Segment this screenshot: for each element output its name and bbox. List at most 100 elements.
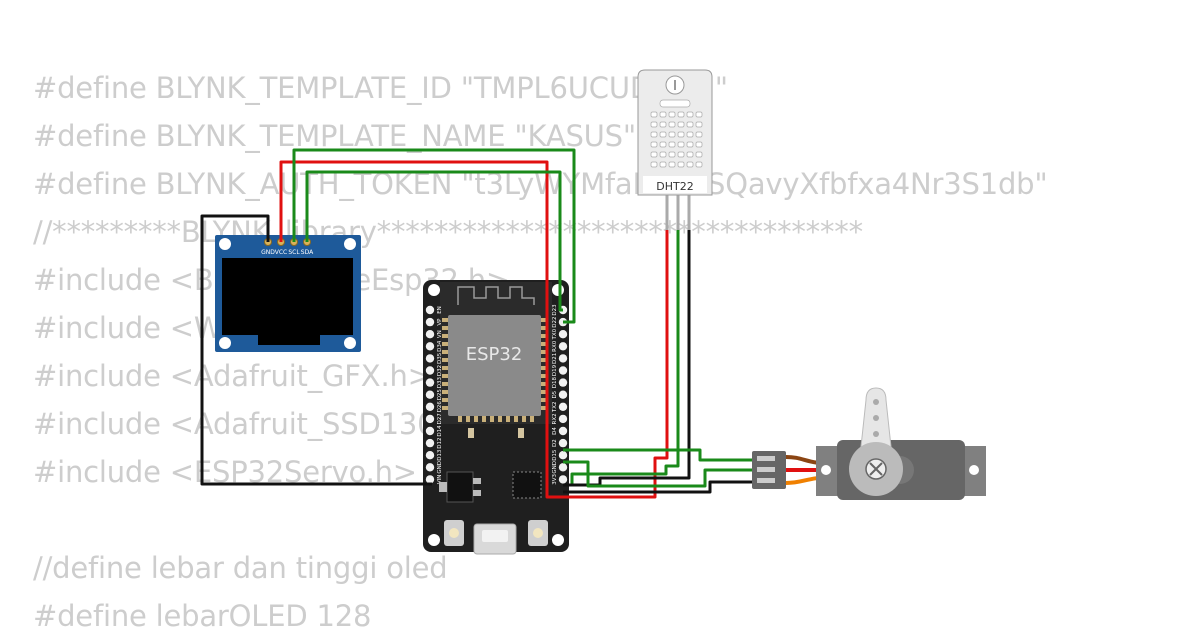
dht22-vent [686,121,694,128]
dht22-vent [650,121,658,128]
dht22-vent [686,151,694,158]
voltage-regulator [446,471,474,503]
esp32-pin-label: TX2 [552,401,558,413]
esp32-pin-d32[interactable] [425,366,435,375]
wire-oled-vcc [279,160,563,499]
dht22-vent [686,131,694,138]
esp32-pin-label: D12 [437,437,443,448]
dht22-vent [677,141,685,148]
esp32-pin-vn[interactable] [425,330,435,339]
oled-pin-label: GND [261,249,275,256]
boot-button[interactable] [444,520,464,546]
dht22-vent [686,161,694,168]
dht22-vent [668,111,676,118]
esp32-pin-label: D22 [552,316,558,327]
dht22-vent [695,131,703,138]
oled-pin-label: SDA [301,249,314,256]
dht22-vent [695,111,703,118]
esp32-pin-vp[interactable] [425,317,435,327]
dht22-vent [659,121,667,128]
dht22-vent [677,161,685,168]
esp32-label: ESP32 [466,344,523,365]
esp32-pin-label: D33 [437,376,443,388]
esp32-pin-d12[interactable] [425,438,435,448]
esp32-pin-label: 3V3 [552,474,558,485]
wire-servo-signal [563,460,752,488]
dht22-vent [695,141,703,148]
esp32-pin-label: D27 [437,413,443,425]
esp32-pin-d21[interactable] [558,354,568,363]
esp32-pin-label: D26 [437,401,443,413]
esp32-pin-label: D2 [552,439,558,447]
esp32-pin-label: VIN [437,475,443,485]
oled-pin-label: SCL [288,249,300,256]
esp32-pin-tx0[interactable] [558,330,568,339]
esp32-pin-en[interactable] [425,305,435,315]
en-button[interactable] [528,520,548,546]
esp32-pin-d2[interactable] [558,438,568,448]
dht22-vent [668,151,676,158]
esp32-pin-label: GND [552,461,558,474]
esp32-pin-d19[interactable] [558,366,568,375]
code-line: //*********BLYNK_library****************… [33,215,863,249]
esp32-pin-label: D4 [552,427,558,435]
dht22-vent [668,131,676,138]
dht22-vent [650,141,658,148]
wire-dht-vcc [563,230,669,499]
esp32-pin-d4[interactable] [558,426,568,436]
dht22-label: DHT22 [656,180,693,193]
servo-motor[interactable] [752,387,986,500]
dht22-vent [650,151,658,158]
esp32-pin-label: D34 [437,340,443,352]
dht22-vent [668,161,676,168]
dht22-vent [659,141,667,148]
esp32-pin-label: D35 [437,352,443,364]
esp32-pin-3v3[interactable] [558,475,568,484]
esp32-pin-d5[interactable] [558,390,568,399]
esp32-pin-label: D13 [437,449,443,461]
esp32-pin-label: TX0 [552,328,558,340]
dht22-vent [677,111,685,118]
dht22-vent [659,111,667,118]
esp32-pin-label: D32 [437,365,443,376]
esp32-pin-label: VN [437,330,443,338]
dht22-vent [650,131,658,138]
dht22-vent [650,111,658,118]
dht22-sensor[interactable]: DHT22 [637,69,713,230]
esp32-pin-rx2[interactable] [558,414,568,424]
esp32-pin-label: D19 [552,364,558,376]
esp32-pin-d35[interactable] [425,354,435,363]
dht22-vent [695,121,703,128]
oled-pin-label: VCC [275,249,287,256]
esp32-pin-label: D25 [437,389,443,401]
dht22-vent [686,111,694,118]
esp32-pin-d34[interactable] [425,342,435,351]
code-line: #define BLYNK_TEMPLATE_NAME "KASUS" [33,119,637,153]
esp32-pin-d18[interactable] [558,378,568,387]
wire-oled-sda [305,170,563,312]
esp32-pin-d15[interactable] [558,451,568,460]
esp32-pin-d14[interactable] [425,426,435,436]
dht22-vent [659,131,667,138]
esp32-pin-gnd[interactable] [558,463,568,472]
esp32-pin-d27[interactable] [425,414,435,424]
esp32-pin-label: D15 [552,449,558,461]
code-line: #define lebarOLED 128 [33,599,372,633]
dht22-vent [668,121,676,128]
esp32-pin-rx0[interactable] [558,342,568,351]
servo-horn [849,387,903,496]
esp32-pin-d25[interactable] [425,390,435,399]
esp32-board[interactable]: ESP32 ENVPVND34D35D32D33D25D26D27D14D12D… [423,280,569,555]
esp32-pin-d33[interactable] [425,378,435,387]
esp32-pin-d26[interactable] [425,402,435,411]
esp32-pin-d13[interactable] [425,451,435,460]
code-line: #include <Adafruit_GFX.h> [33,359,432,393]
esp32-pin-vin[interactable] [425,475,435,484]
esp32-pin-label: D5 [552,390,558,398]
esp32-pin-label: D21 [552,353,558,364]
esp32-pin-gnd[interactable] [425,463,435,472]
esp32-pin-label: RX2 [552,413,558,424]
esp32-pin-tx2[interactable] [558,402,568,411]
